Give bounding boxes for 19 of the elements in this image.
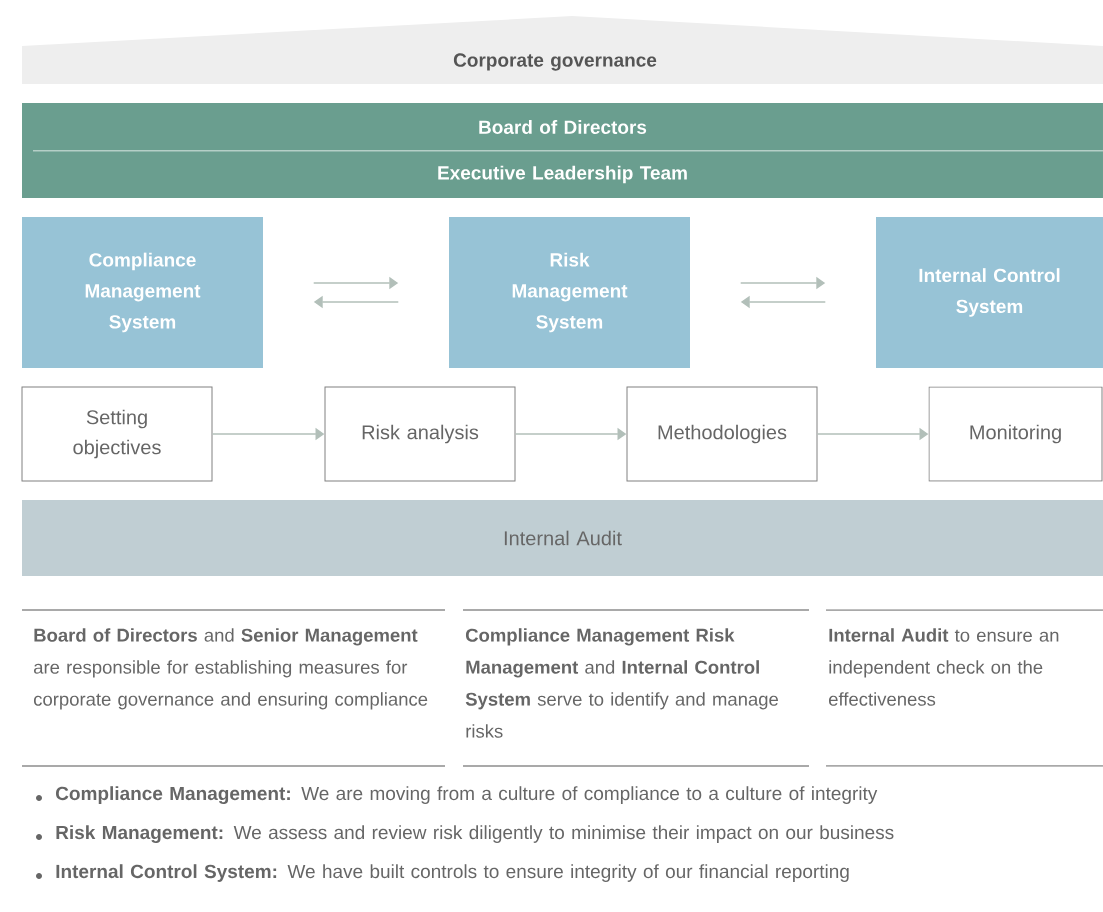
- process-box: Monitoring: [928, 386, 1103, 482]
- node-label: Executive Leadership Team: [438, 165, 687, 184]
- bullet-item: Compliance Management: We are moving from a culture of compliance to a culture of integrity: [36, 786, 878, 804]
- bullet-item: Risk Management: We assess and review risk diligently to minimise their impact on our business: [36, 825, 894, 843]
- node-label: Board of Directors: [479, 120, 647, 134]
- leadership-band: Executive Leadership Team: [22, 151, 1103, 198]
- system-box: Compliance Management System: [22, 217, 263, 368]
- roof-box: Corporate governance: [22, 16, 1103, 84]
- process-box: Risk analysis: [324, 386, 516, 482]
- leadership-band: Board of Directors: [22, 103, 1103, 151]
- bullet-item: Internal Control System: We have built controls to ensure integrity of our financial reporting: [36, 864, 849, 882]
- audit-band: Internal Audit: [22, 500, 1103, 576]
- process-box: Setting objectives: [21, 386, 213, 482]
- system-box: Internal Control System: [876, 217, 1103, 368]
- system-box: Risk Management System: [449, 217, 690, 368]
- description-text: Internal Audit to ensure an independent check on the effectiveness: [829, 628, 1059, 706]
- description-text: Board of Directors and Senior Management are responsible for establishing measures for corporate governance and ensuring compliance: [34, 628, 428, 710]
- description-text: Compliance Management Risk Management and Internal Control System serve to identify and manage risks: [465, 628, 778, 738]
- process-box: Methodologies: [626, 386, 818, 482]
